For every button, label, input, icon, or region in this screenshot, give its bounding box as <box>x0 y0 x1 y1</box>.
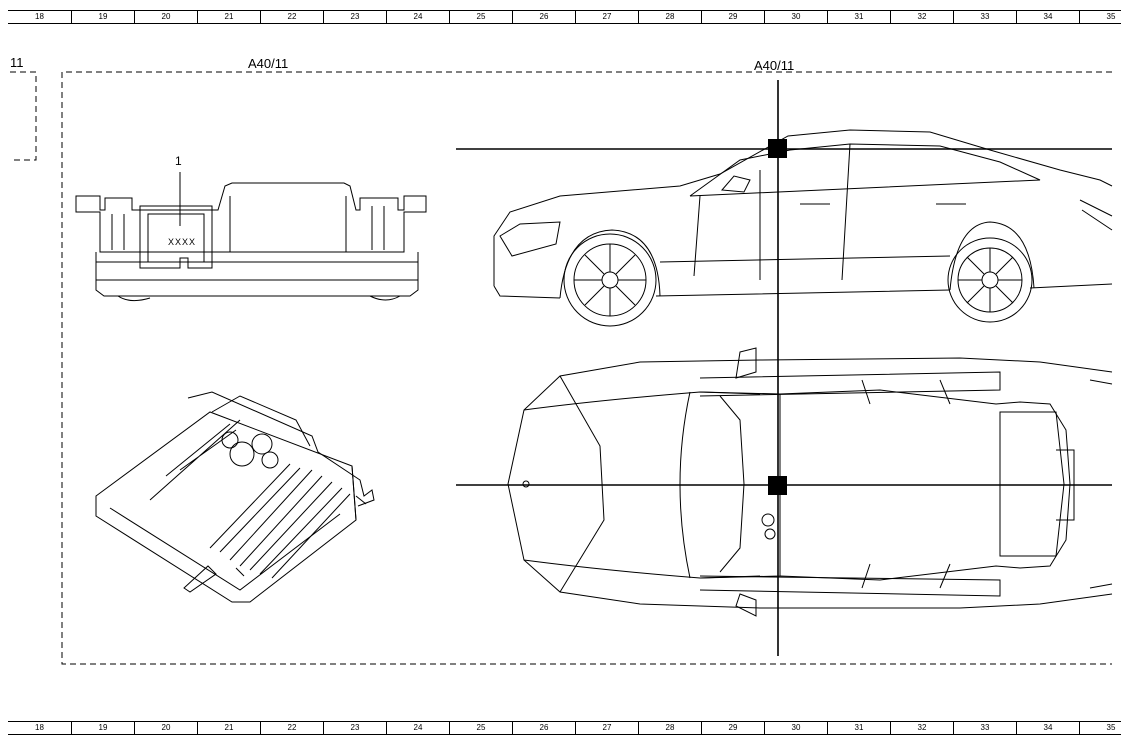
grid-column-20: 20 <box>134 722 197 734</box>
control-unit-front-view: XXXX <box>75 172 427 302</box>
grid-column-31: 31 <box>827 722 890 734</box>
grid-column-21: 21 <box>197 11 260 23</box>
grid-column-25: 25 <box>449 11 512 23</box>
grid-column-34: 34 <box>1016 11 1079 23</box>
reference-lines <box>456 80 1112 656</box>
grid-column-26: 26 <box>512 722 575 734</box>
grid-column-32: 32 <box>890 11 953 23</box>
grid-column-31: 31 <box>827 11 890 23</box>
grid-column-19: 19 <box>71 11 134 23</box>
grid-column-26: 26 <box>512 11 575 23</box>
grid-column-32: 32 <box>890 722 953 734</box>
grid-column-33: 33 <box>953 722 1016 734</box>
grid-column-27: 27 <box>575 11 638 23</box>
grid-column-30: 30 <box>764 11 827 23</box>
grid-column-22: 22 <box>260 11 323 23</box>
grid-column-33: 33 <box>953 11 1016 23</box>
grid-column-18: 18 <box>35 12 44 21</box>
grid-column-29: 29 <box>701 722 764 734</box>
grid-column-35: 35 <box>1079 722 1121 734</box>
grid-column-27: 27 <box>575 722 638 734</box>
left-partial-label: 11 <box>10 55 24 70</box>
connector-marking: XXXX <box>168 237 196 247</box>
adjacent-frame-fragment <box>10 71 37 161</box>
grid-column-20: 20 <box>134 11 197 23</box>
mounting-location-marker-top <box>768 476 787 495</box>
grid-column-24: 24 <box>386 722 449 734</box>
grid-column-28: 28 <box>638 11 701 23</box>
grid-column-23: 23 <box>323 722 386 734</box>
grid-column-19: 19 <box>71 722 134 734</box>
grid-column-29: 29 <box>701 11 764 23</box>
vehicle-side-view <box>493 129 1113 327</box>
grid-column-21: 21 <box>197 722 260 734</box>
component-label-left: A40/11 <box>248 56 289 71</box>
grid-column-18: 18 <box>35 723 44 732</box>
grid-column-34: 34 <box>1016 722 1079 734</box>
component-frame <box>61 71 1112 665</box>
grid-column-25: 25 <box>449 722 512 734</box>
grid-column-24: 24 <box>386 11 449 23</box>
callout-number: 1 <box>175 154 182 168</box>
control-unit-isometric-view <box>95 391 375 603</box>
component-label-right: A40/11 <box>754 58 795 73</box>
grid-column-22: 22 <box>260 722 323 734</box>
grid-column-23: 23 <box>323 11 386 23</box>
grid-column-35: 35 <box>1079 11 1121 23</box>
grid-column-30: 30 <box>764 722 827 734</box>
grid-column-28: 28 <box>638 722 701 734</box>
vehicle-top-view <box>507 347 1113 617</box>
